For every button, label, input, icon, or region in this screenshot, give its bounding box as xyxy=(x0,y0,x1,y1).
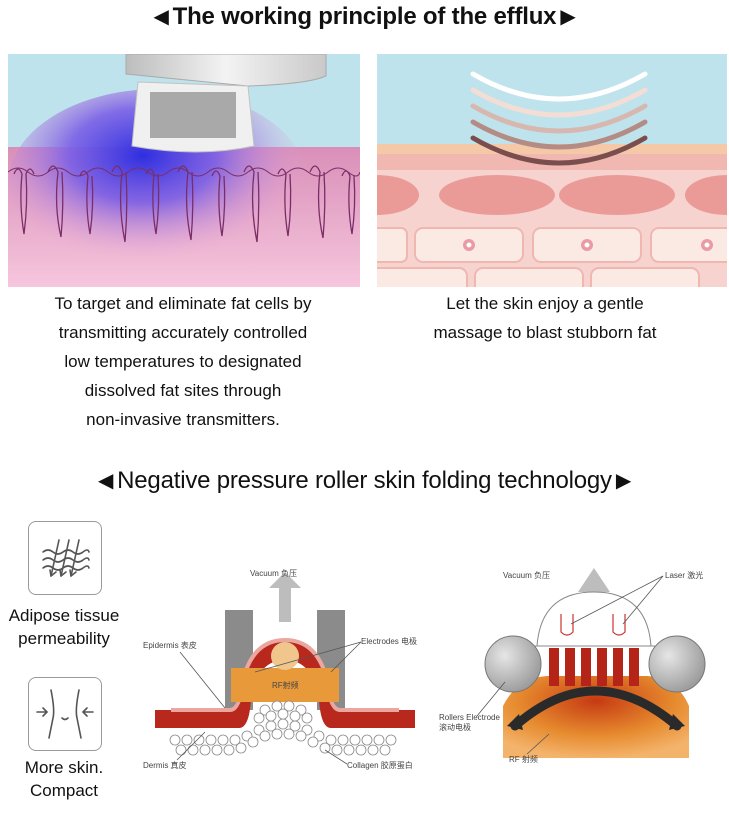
label-rf: RF 射频 xyxy=(509,754,538,764)
flow-arrow xyxy=(510,686,682,731)
caption-line: non-invasive transmitters. xyxy=(86,410,280,429)
label-rollers-cn: 滚动电极 xyxy=(439,722,471,732)
skin-permeation-icon xyxy=(28,521,102,595)
label-collagen: Collagen 胶原蛋白 xyxy=(347,760,413,770)
label-electrodes: Electrodes 电极 xyxy=(361,636,417,646)
feature-label-compact: More skin. Compact xyxy=(0,756,128,802)
roller-laser-diagram: Vacuum 负压 Laser 激光 Rollers Electrode 滚动电… xyxy=(439,568,706,764)
label-laser: Laser 激光 xyxy=(665,570,703,580)
feature-label-adipose: Adipose tissue permeability xyxy=(0,604,128,650)
rf-vacuum-diagram: Vacuum 负压 RF射频 Epidermis 表皮 Electrodes 电… xyxy=(143,568,417,770)
heading-text: Negative pressure roller skin folding te… xyxy=(117,467,612,494)
label-rf: RF射频 xyxy=(272,680,299,690)
heading-text: The working principle of the efflux xyxy=(172,3,557,30)
vacuum-arrow xyxy=(269,572,301,622)
massage-waves-illustration xyxy=(377,54,727,287)
caption-line: transmitting accurately controlled xyxy=(58,323,308,342)
left-triangle-icon: ◀ xyxy=(97,470,114,492)
heading-working-principle: ◀The working principle of the efflux▶ xyxy=(0,0,729,36)
label-vacuum: Vacuum 负压 xyxy=(250,568,297,578)
caption-line: massage to blast stubborn fat xyxy=(433,323,657,342)
label-epidermis: Epidermis 表皮 xyxy=(143,640,197,650)
left-triangle-icon: ◀ xyxy=(153,6,169,28)
feature-label-line: permeability xyxy=(18,629,110,648)
caption-right: Let the skin enjoy a gentle massage to b… xyxy=(380,289,710,347)
label-dermis: Dermis 真皮 xyxy=(143,760,187,770)
caption-left: To target and eliminate fat cells by tra… xyxy=(10,289,356,434)
waist-compress-icon xyxy=(28,677,102,751)
right-triangle-icon: ▶ xyxy=(615,470,632,492)
feature-label-line: More skin. xyxy=(24,758,104,777)
feature-label-line: Adipose tissue xyxy=(8,606,120,625)
roller-right xyxy=(648,635,706,693)
right-triangle-icon: ▶ xyxy=(560,6,576,28)
caption-line: low temperatures to designated xyxy=(64,352,302,371)
cooling-applicator-illustration xyxy=(8,54,360,287)
caption-line: To target and eliminate fat cells by xyxy=(54,294,312,313)
heading-negative-pressure: ◀Negative pressure roller skin folding t… xyxy=(0,463,729,499)
label-rollers: Rollers Electrode xyxy=(439,713,500,722)
collagen-cluster xyxy=(169,700,397,756)
caption-line: dissolved fat sites through xyxy=(84,381,282,400)
feature-label-line: Compact xyxy=(29,781,99,800)
label-vacuum: Vacuum 负压 xyxy=(503,570,550,580)
roller-left xyxy=(484,635,542,693)
caption-line: Let the skin enjoy a gentle xyxy=(446,294,644,313)
